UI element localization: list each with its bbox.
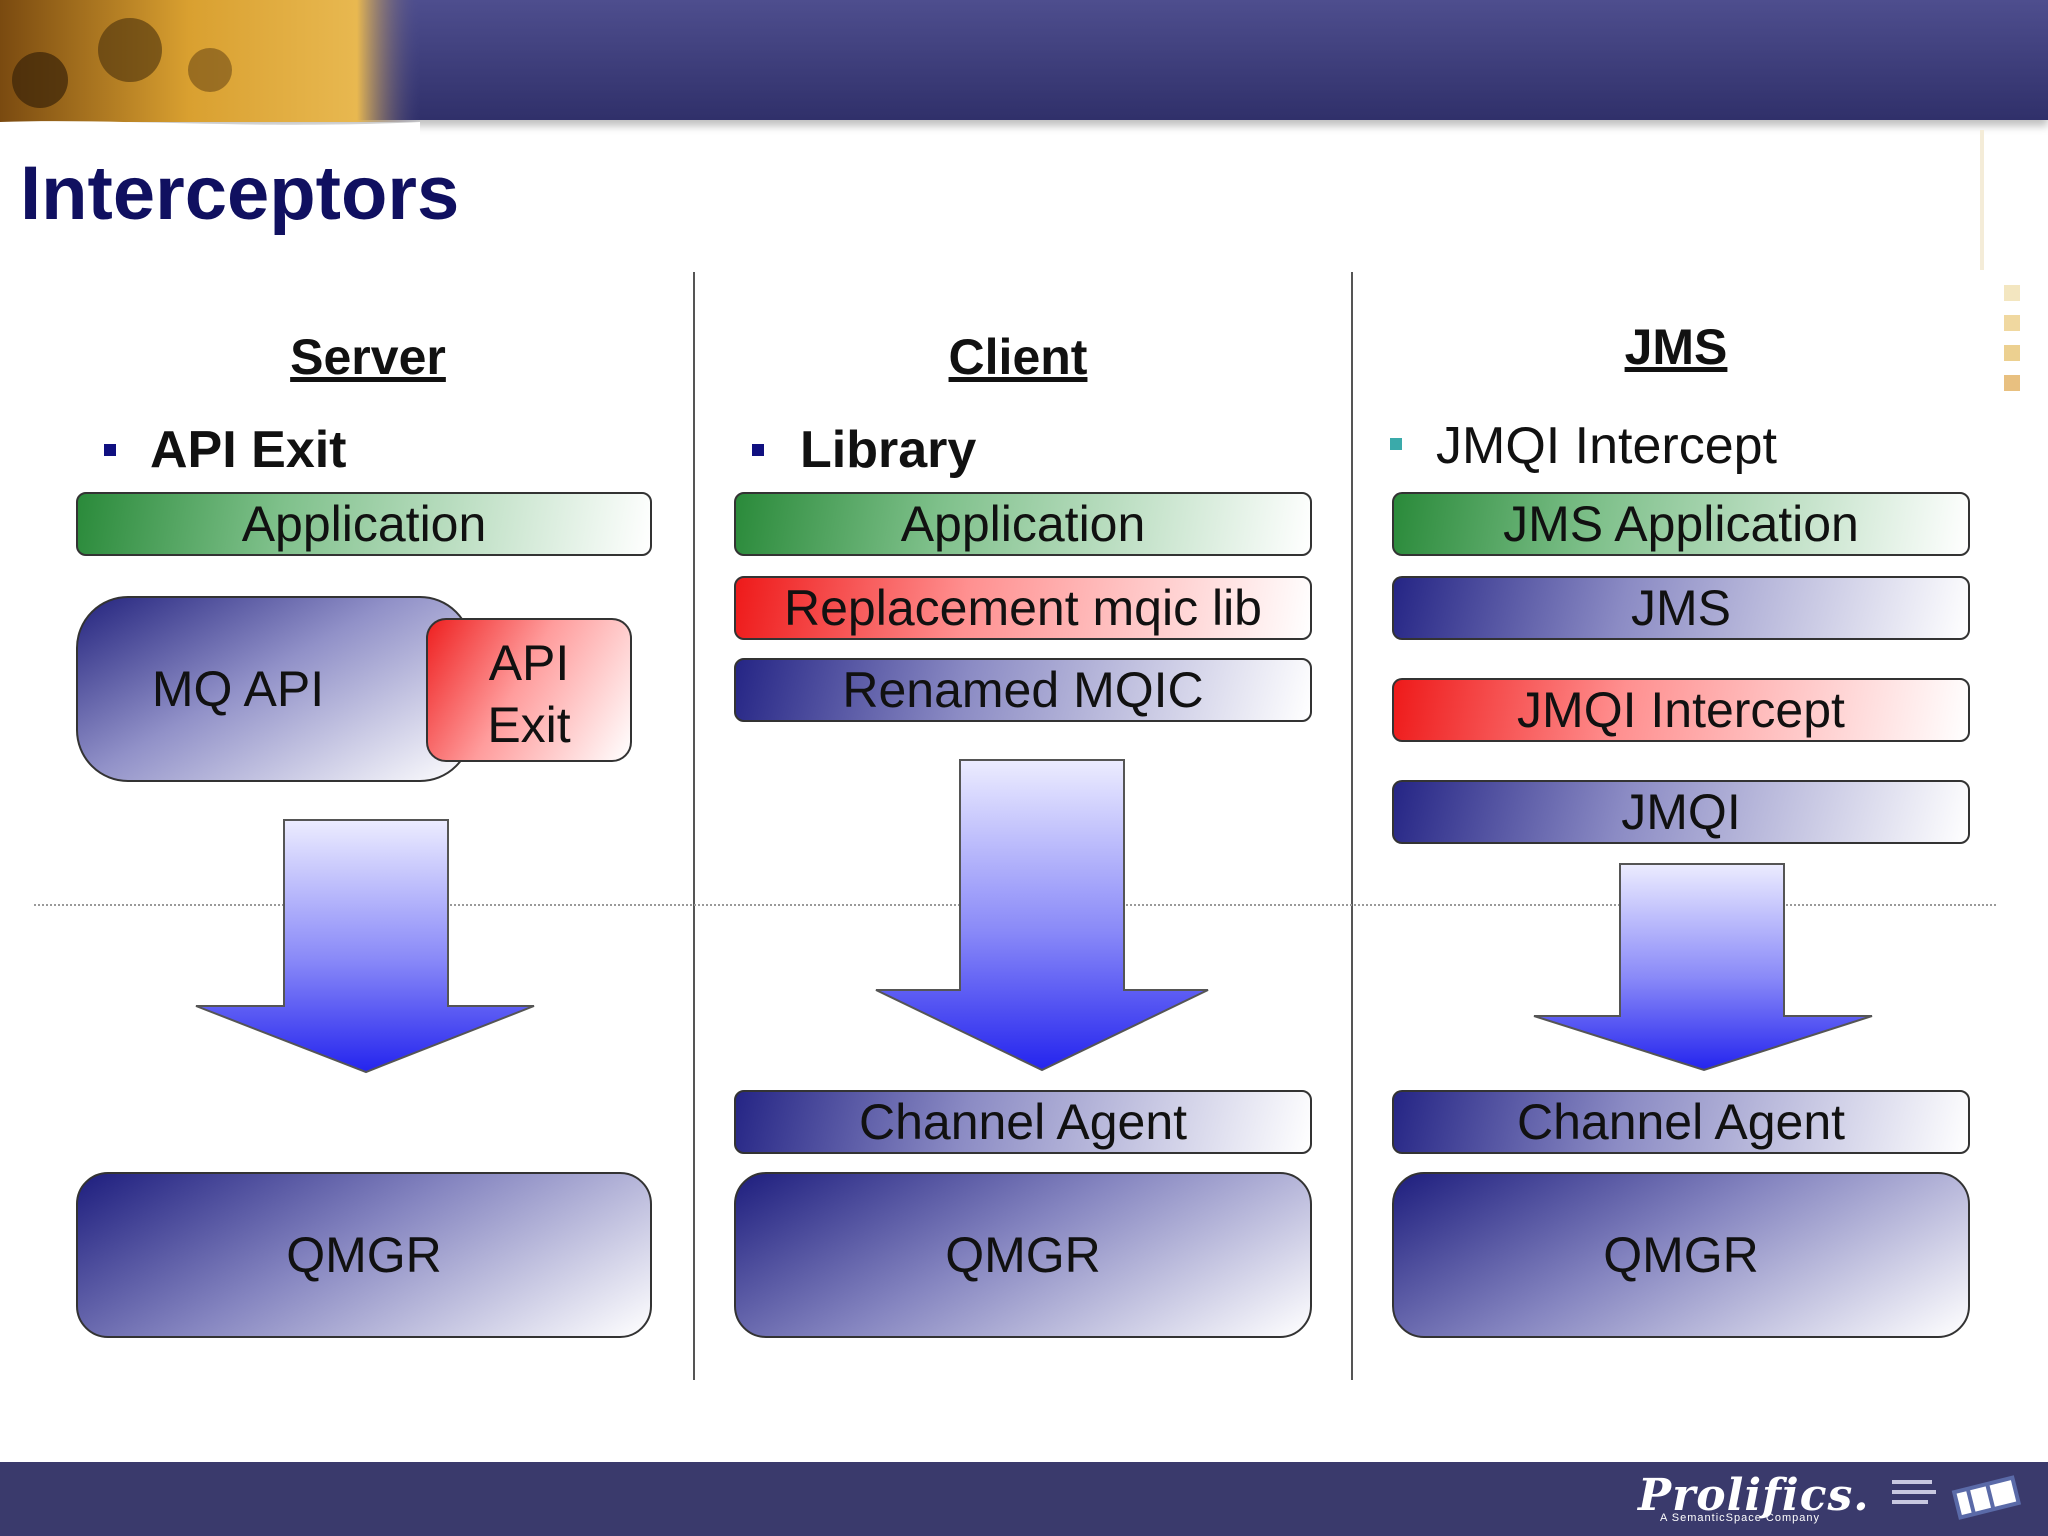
jms-box: JMS [1392,576,1970,640]
jms-channel-agent-box: Channel Agent [1392,1090,1970,1154]
jmqi-box: JMQI [1392,780,1970,844]
down-arrow-icon [1533,863,1873,1072]
down-arrow-icon [195,819,535,1074]
jms-application-box: JMS Application [1392,492,1970,556]
column-divider [693,272,695,1380]
bullet-jmqi-intercept: JMQI Intercept [1436,417,1777,475]
bullet-library: Library [800,421,977,479]
client-channel-agent-box: Channel Agent [734,1090,1312,1154]
footer-bar [0,1462,2048,1536]
column-heading-client: Client [948,329,1088,385]
slide-title: Interceptors [20,151,460,236]
mq-api-box: MQ API [76,596,472,782]
bullet-api-exit: API Exit [150,421,347,479]
decor-strip [1980,130,1984,270]
column-heading-jms: JMS [1624,319,1728,375]
client-application-box: Application [734,492,1312,556]
renamed-mqic-box: Renamed MQIC [734,658,1312,722]
bullet-icon [104,444,116,456]
bullet-icon [1390,438,1402,450]
header-photo [0,0,420,140]
column-heading-server: Server [290,329,446,385]
client-qmgr-box: QMGR [734,1172,1312,1338]
bullet-icon [752,444,764,456]
api-exit-box: API Exit [426,618,632,762]
prolifics-tagline: A SemanticSpace Company [1660,1512,1820,1524]
jmqi-intercept-box: JMQI Intercept [1392,678,1970,742]
prolifics-logo: Prolifics. [1638,1470,1870,1521]
down-arrow-icon [875,759,1209,1072]
server-application-box: Application [76,492,652,556]
server-qmgr-box: QMGR [76,1172,652,1338]
api-exit-line2: Exit [487,697,571,753]
decor-square [2004,285,2020,301]
mq-api-label: MQ API [151,661,325,717]
api-exit-line1: API [488,635,570,691]
decor-square [2004,345,2020,361]
column-divider [1351,272,1353,1380]
ibm-partner-logo [1888,1474,2022,1526]
decor-square [2004,375,2020,391]
jms-qmgr-box: QMGR [1392,1172,1970,1338]
replacement-mqic-lib-box: Replacement mqic lib [734,576,1312,640]
decor-square [2004,315,2020,331]
